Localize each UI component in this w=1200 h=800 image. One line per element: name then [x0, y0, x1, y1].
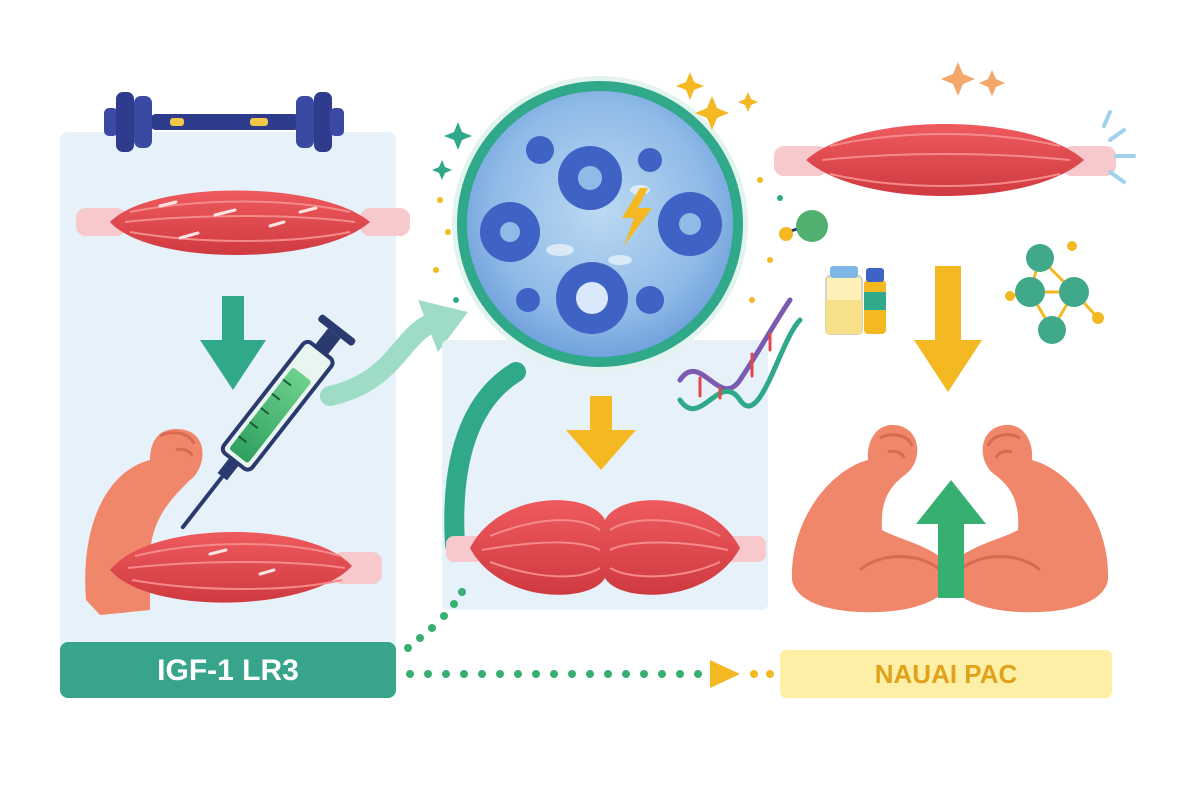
dotted-connector: [404, 588, 466, 652]
decorative-dots: [433, 177, 783, 303]
right-panel-label: NAUAI PAC: [780, 650, 1112, 698]
down-arrow-icon: [914, 266, 982, 392]
left-panel-label-text: IGF-1 LR3: [157, 654, 299, 687]
down-arrow-icon: [200, 296, 266, 390]
supplement-bottles-icon: [825, 266, 886, 335]
cell-magnifier-icon: [452, 76, 748, 372]
right-panel-label-text: NAUAI PAC: [875, 659, 1018, 689]
up-arrow-icon: [916, 480, 986, 598]
right-panel: NAUAI PAC: [774, 110, 1136, 698]
sparkle-icon: [432, 62, 1005, 180]
gear-icon: [480, 136, 722, 334]
dumbbell-icon: [104, 92, 344, 152]
muscle-fiber-icon: [446, 500, 766, 595]
flexed-arm-icon: [85, 429, 382, 615]
syringe-icon: [180, 314, 356, 530]
down-arrow-icon: [566, 396, 636, 470]
dotted-arrow-connector: [406, 660, 774, 688]
left-panel: IGF-1 LR3: [60, 92, 410, 698]
muscle-fiber-icon: [76, 190, 410, 255]
connector-tube: [444, 362, 526, 555]
molecule-icon: [1005, 241, 1104, 344]
dna-helix-icon: [677, 297, 803, 411]
flow-arrow-icon: [320, 300, 468, 406]
molecule-icon: [779, 210, 828, 242]
muscle-fiber-icon: [774, 110, 1136, 196]
center-panel: [442, 76, 768, 610]
flexed-arm-icon: [791, 424, 1109, 613]
lightning-icon: [622, 188, 652, 246]
left-panel-label: IGF-1 LR3: [60, 642, 396, 698]
